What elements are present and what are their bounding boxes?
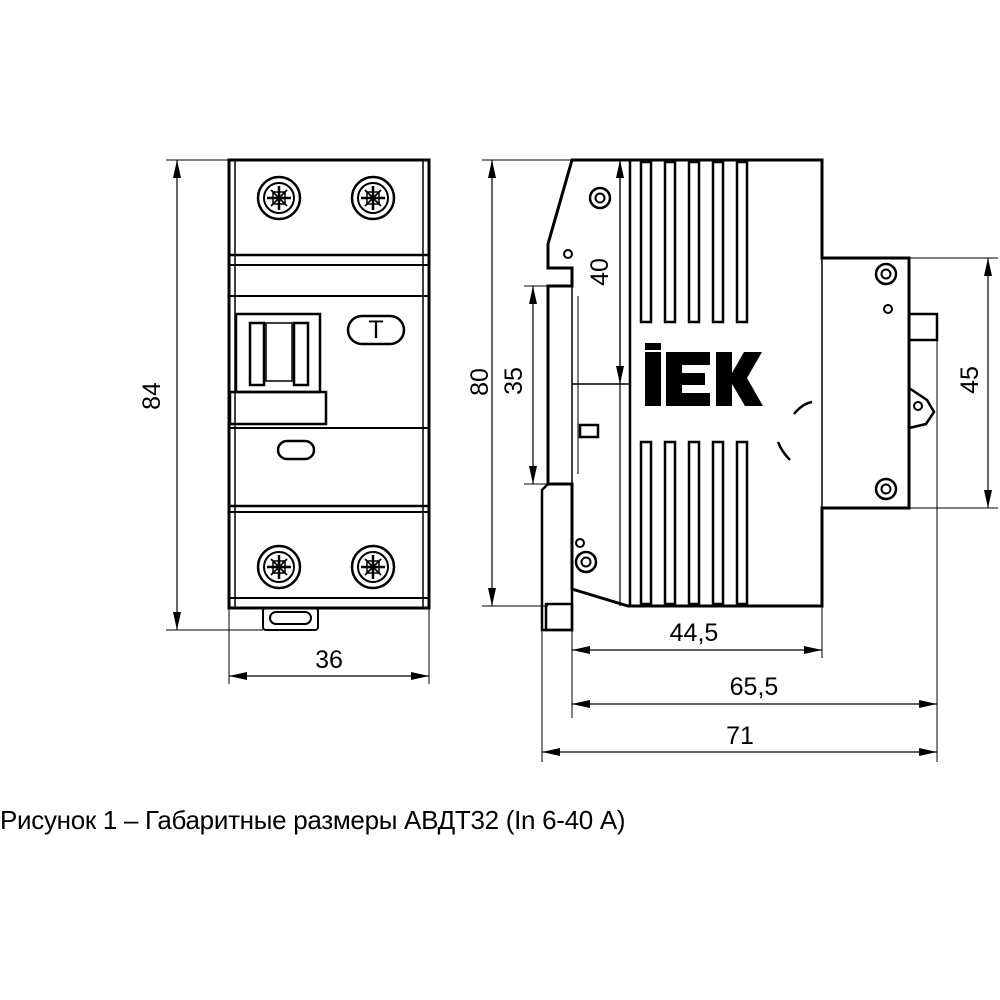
dimension-top-offset [616,160,624,384]
dimension-label-35: 35 [500,367,528,395]
toggle-lever-icon [228,312,328,426]
test-button-label: T [368,316,383,344]
terminal-screw-icon [256,544,302,590]
indicator-window [276,439,316,461]
side-view [540,158,939,632]
arc-mark-icon [776,400,813,461]
dimension-right-height [909,257,998,509]
dimension-label-36: 36 [315,646,343,674]
terminal-screw-icon [350,175,396,221]
dimension-label-84: 84 [138,382,166,410]
dimension-front-height [166,159,263,631]
terminal-screw-icon [256,175,302,221]
test-button [346,314,406,346]
din-latch-icon [262,607,319,631]
mounting-hole-icon [874,262,898,286]
dimension-depths [541,340,938,762]
front-view [227,158,431,631]
dimension-label-44-5: 44,5 [670,619,719,647]
rear-latch-icon [907,312,939,430]
dimension-label-71: 71 [726,722,754,750]
din-clip-icon [540,423,600,632]
dimension-din-rail [524,285,548,485]
terminal-screw-icon [350,544,396,590]
dimension-label-65-5: 65,5 [730,673,779,701]
front-ribs [639,160,749,606]
mounting-hole-icon [874,477,898,501]
iek-logo [645,343,763,406]
dimension-side-height [482,159,572,607]
mounting-hole-icon [574,550,598,574]
dimension-label-40: 40 [586,258,614,286]
dimension-front-width [228,608,430,684]
front-body-outline [227,158,431,610]
dimension-label-80: 80 [466,368,494,396]
figure-caption: Рисунок 1 – Габаритные размеры АВДТ32 (I… [0,805,626,835]
mounting-hole-icon [588,186,612,210]
dimension-label-45: 45 [956,366,984,394]
